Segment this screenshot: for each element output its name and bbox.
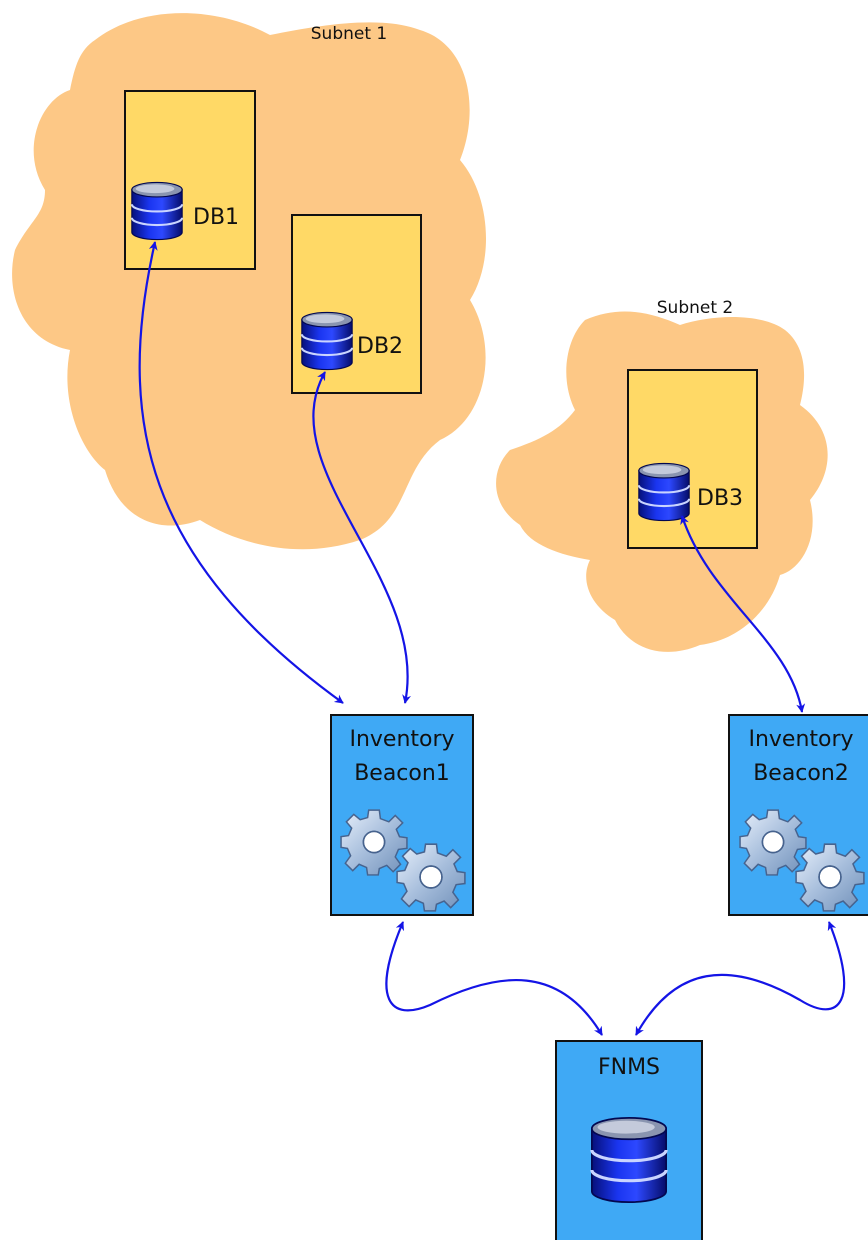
- db3-server-box: [627, 369, 758, 549]
- beacon1-title-line2: Beacon1: [354, 761, 450, 786]
- db1-label: DB1: [193, 205, 239, 230]
- connector-db2-beacon1: [312, 371, 412, 704]
- beacon2-title-line1: Inventory: [748, 727, 853, 752]
- db3-label: DB3: [697, 486, 743, 511]
- connector-beacon1-fnms: [385, 921, 603, 1036]
- connector-beacon2-fnms: [635, 921, 846, 1036]
- db2-label: DB2: [357, 334, 403, 359]
- beacon2-title-line2: Beacon2: [753, 761, 849, 786]
- connector-db1-beacon1: [138, 241, 344, 704]
- connector-db3-beacon2: [680, 515, 806, 713]
- database-icon: [300, 311, 354, 371]
- beacon1-title-line1: Inventory: [349, 727, 454, 752]
- subnet1-label: Subnet 1: [311, 24, 387, 44]
- db1-server-box: [124, 90, 256, 270]
- database-icon: [637, 462, 691, 522]
- database-icon: [590, 1116, 668, 1204]
- database-icon: [130, 181, 184, 241]
- fnms-label: FNMS: [598, 1055, 660, 1080]
- subnet2-label: Subnet 2: [657, 298, 733, 318]
